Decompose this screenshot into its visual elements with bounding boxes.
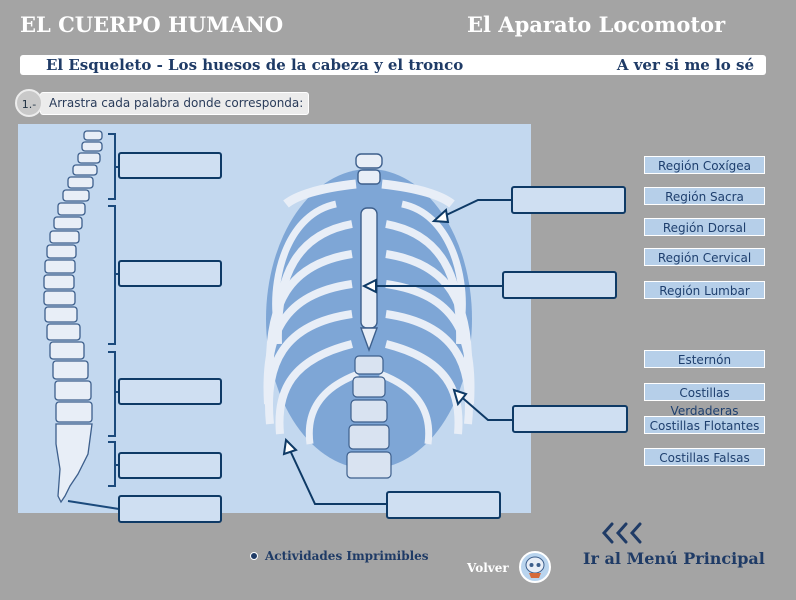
illustration-panel	[18, 124, 628, 523]
app-title: EL CUERPO HUMANO	[20, 12, 284, 37]
dropzone-sacra[interactable]	[118, 452, 222, 479]
dropzone-cervical[interactable]	[118, 152, 222, 179]
section-title: El Aparato Locomotor	[467, 12, 726, 37]
word-costillas-falsas[interactable]: Costillas Falsas	[644, 448, 765, 466]
word-esternon[interactable]: Esternón	[644, 350, 765, 368]
word-region-cervical[interactable]: Región Cervical	[644, 248, 765, 266]
word-region-sacra[interactable]: Región Sacra	[644, 187, 765, 205]
activity-label: A ver si me lo sé	[616, 56, 754, 74]
dropzone-thorax-bottom[interactable]	[386, 491, 501, 519]
printables-link[interactable]: Actividades Imprimibles	[265, 549, 429, 563]
spine-brackets	[67, 133, 120, 510]
bullet-icon	[250, 552, 258, 560]
dropzone-thorax-upper[interactable]	[511, 186, 626, 214]
word-region-lumbar[interactable]: Región Lumbar	[644, 281, 765, 299]
dropzone-dorsal[interactable]	[118, 260, 222, 287]
lesson-title: El Esqueleto - Los huesos de la cabeza y…	[46, 56, 464, 74]
instruction-text: Arrastra cada palabra donde corresponda:	[49, 96, 304, 110]
dropzone-lumbar[interactable]	[118, 378, 222, 405]
pointer-lines	[287, 199, 514, 505]
word-region-dorsal[interactable]: Región Dorsal	[644, 218, 765, 236]
main-menu-link[interactable]: Ir al Menú Principal	[583, 549, 765, 568]
dropzone-coxigea[interactable]	[118, 495, 222, 523]
dropzone-thorax-lower[interactable]	[512, 405, 628, 433]
instruction-box: Arrastra cada palabra donde corresponda:	[40, 92, 310, 115]
dropzone-sternum[interactable]	[502, 271, 617, 299]
sternum-drawing	[355, 153, 383, 353]
word-costillas-flotantes[interactable]: Costillas Flotantes	[644, 416, 765, 434]
skull-icon[interactable]	[519, 551, 551, 583]
back-link[interactable]: Volver	[467, 561, 509, 575]
pointer-arrowheads	[282, 208, 468, 456]
skeleton-illustration	[43, 130, 514, 510]
word-costillas-verdaderas[interactable]: Costillas Verdaderas	[644, 383, 765, 418]
spine-drawing	[43, 130, 103, 504]
triple-chevron-left-icon[interactable]	[600, 522, 650, 544]
word-region-coxigea[interactable]: Región Coxígea	[644, 156, 765, 174]
question-number-badge: 1.-	[15, 89, 43, 117]
subheader-bar: El Esqueleto - Los huesos de la cabeza y…	[20, 55, 766, 75]
vertebral-column-drawing	[346, 355, 392, 479]
